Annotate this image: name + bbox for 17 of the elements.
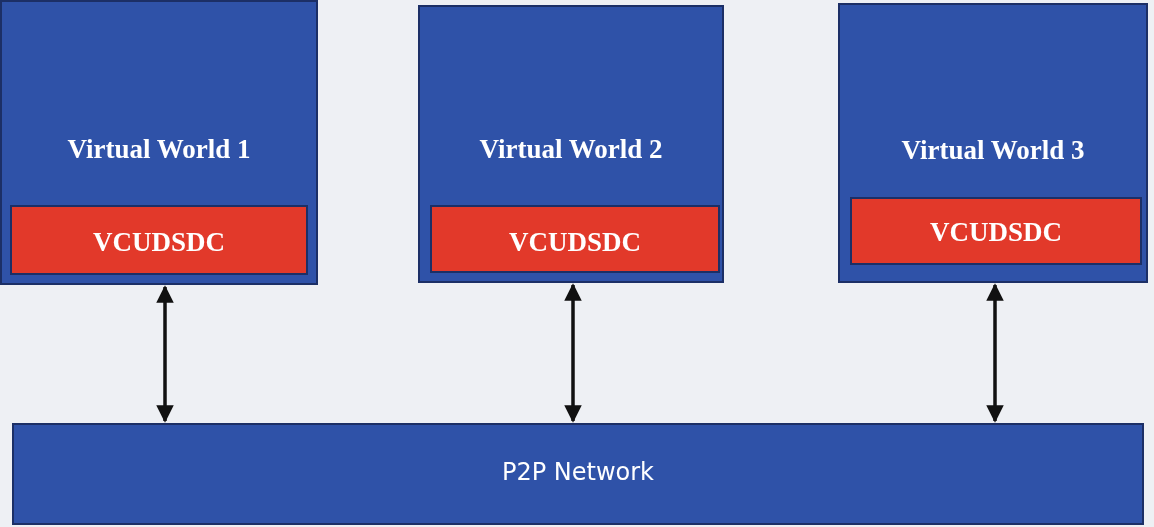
module-box (850, 197, 1142, 265)
node-label: P2P Network (500, 458, 656, 486)
world-box (838, 3, 1148, 283)
world-box (0, 0, 318, 285)
node-label: VCUDSDC (92, 227, 226, 258)
double-arrow (156, 285, 174, 423)
node-label: Virtual World 2 (478, 134, 664, 165)
node-label: Virtual World 3 (900, 135, 1086, 166)
world-box (418, 5, 724, 283)
node-label: VCUDSDC (929, 217, 1063, 248)
double-arrow (986, 283, 1004, 423)
double-arrow (564, 283, 582, 423)
network-bar (12, 423, 1144, 525)
module-box (430, 205, 720, 273)
node-label: Virtual World 1 (66, 134, 252, 165)
node-label: VCUDSDC (508, 227, 642, 258)
module-box (10, 205, 308, 275)
